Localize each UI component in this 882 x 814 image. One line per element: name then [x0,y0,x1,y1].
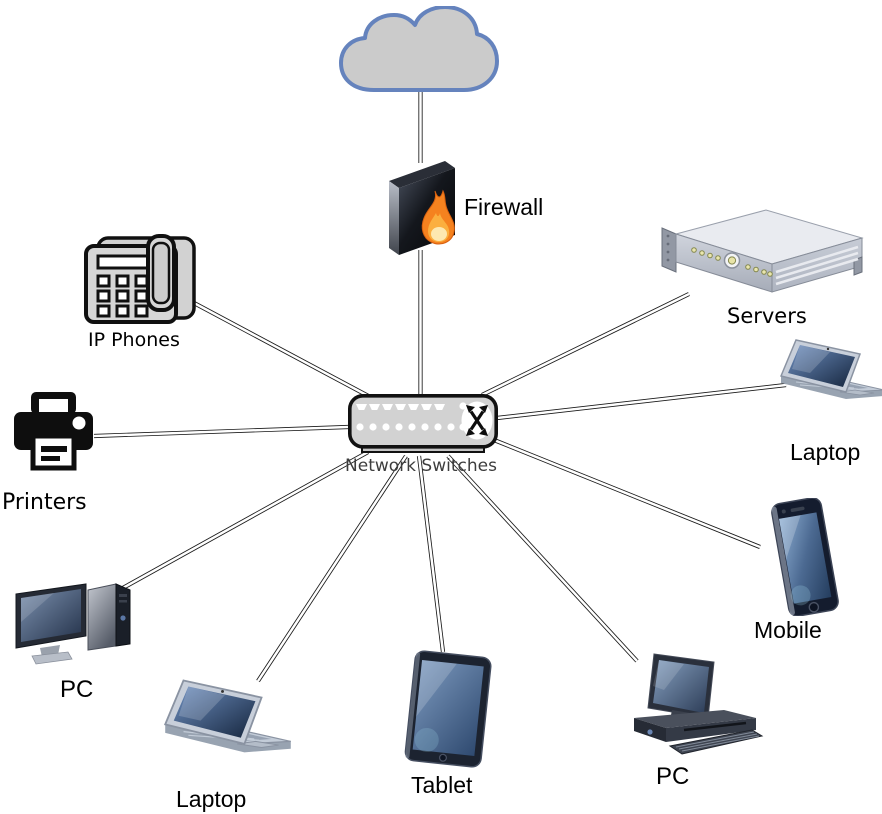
network-switch-icon [348,394,498,453]
edge-switch-laptop-bottom [256,454,408,683]
node-internet-cloud[interactable] [336,6,502,94]
desktop-pc-icon [634,653,764,755]
edge-switch-pc-left [119,450,370,591]
flame-icon [421,189,455,245]
edge-switch-laptop-right [496,382,787,421]
tablet-label: Tablet [411,772,473,798]
laptop-bottom-label: Laptop [176,786,247,812]
edge-switch-pc-right [446,454,639,663]
cloud-icon [339,6,499,92]
node-mobile[interactable] [762,498,848,616]
node-network-switches[interactable] [348,394,498,456]
switch-arrows-icon [469,410,485,431]
edge-switch-servers [481,292,690,397]
laptop-icon [164,679,291,753]
mobile-icon [771,498,839,616]
laptop-right-label: Laptop [790,439,861,465]
printer-icon [14,392,93,471]
node-ip-phones[interactable] [84,234,202,326]
node-servers[interactable] [658,208,870,304]
laptop-icon [780,339,882,399]
node-laptop-bottom[interactable] [164,678,292,778]
edge-switch-tablet [416,455,446,653]
firewall-label: Firewall [464,194,544,220]
server-icon [661,209,864,293]
mobile-label: Mobile [754,617,822,643]
tower-pc-icon [15,583,131,665]
printers-label: Printers [2,490,87,515]
pc-left-label: PC [60,676,94,703]
network-switches-label: Network Switches [345,456,497,476]
pc-bottom-right-label: PC [656,763,690,790]
tablet-icon [404,650,492,768]
node-firewall[interactable] [383,158,463,258]
node-tablet[interactable] [400,650,498,770]
ip-phones-label: IP Phones [88,329,180,351]
node-printers[interactable] [14,392,98,484]
ip-phone-icon [84,234,196,324]
edge-switch-mobile [493,438,761,549]
node-laptop-right[interactable] [780,338,882,420]
edge-switch-printers [93,424,349,439]
firewall-icon [389,161,455,255]
edge-switch-ip-phones [193,301,375,401]
servers-label: Servers [727,304,807,328]
node-pc-bottom-right[interactable] [626,652,764,762]
node-pc-left[interactable] [14,580,140,666]
